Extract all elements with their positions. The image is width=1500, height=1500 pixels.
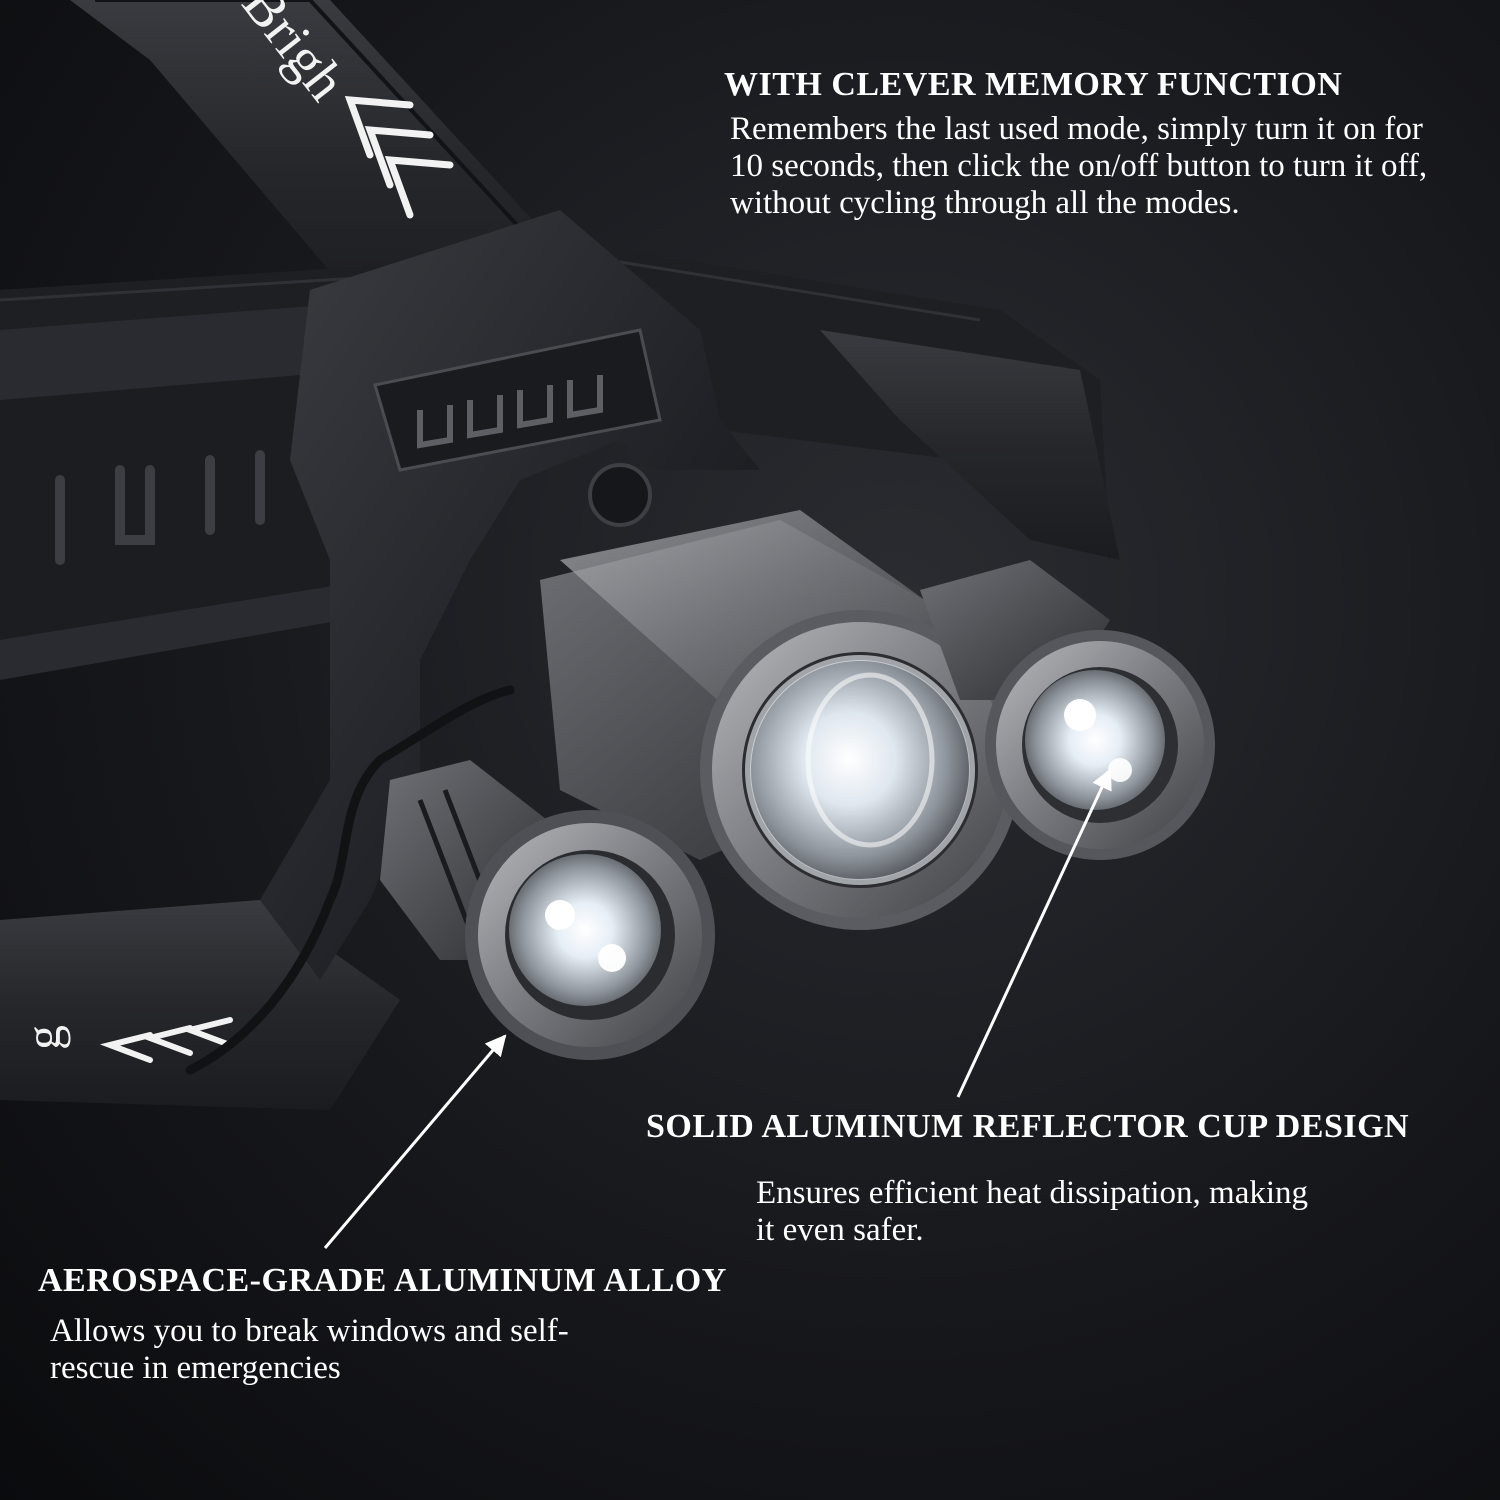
callout-title: SOLID ALUMINUM REFLECTOR CUP DESIGN [646, 1108, 1410, 1145]
arrow-to-alloy [323, 1034, 507, 1249]
callout-body: Ensures efficient heat dissipation, maki… [756, 1175, 1309, 1249]
center-barrel [540, 510, 1020, 930]
arrow-to-reflector [956, 768, 1112, 1098]
callout-title: WITH CLEVER MEMORY FUNCTION [724, 66, 1343, 103]
callout-body: Allows you to break windows and self-res… [50, 1313, 569, 1387]
callout-title: AEROSPACE-GRADE ALUMINUM ALLOY [38, 1262, 727, 1299]
strap-brand-text-lower: g [15, 1025, 71, 1050]
chevron-arrows-icon [344, 96, 454, 219]
chevron-arrows-lower-icon [99, 1017, 233, 1063]
callout-body: Remembers the last used mode, simply tur… [730, 111, 1428, 222]
right-strap [820, 330, 1120, 560]
right-lamp [920, 560, 1215, 860]
mount-bracket [260, 210, 760, 980]
callout-aerospace-alloy: AEROSPACE-GRADE ALUMINUM ALLOY Allows yo… [38, 1262, 738, 1387]
charging-cable [185, 685, 515, 1075]
callout-reflector-cup: SOLID ALUMINUM REFLECTOR CUP DESIGN Ensu… [646, 1108, 1486, 1249]
left-lamp [380, 760, 715, 1060]
callout-memory-function: WITH CLEVER MEMORY FUNCTION Remembers th… [724, 66, 1444, 222]
power-button [588, 463, 652, 527]
top-strap: Brigh [70, 0, 560, 330]
